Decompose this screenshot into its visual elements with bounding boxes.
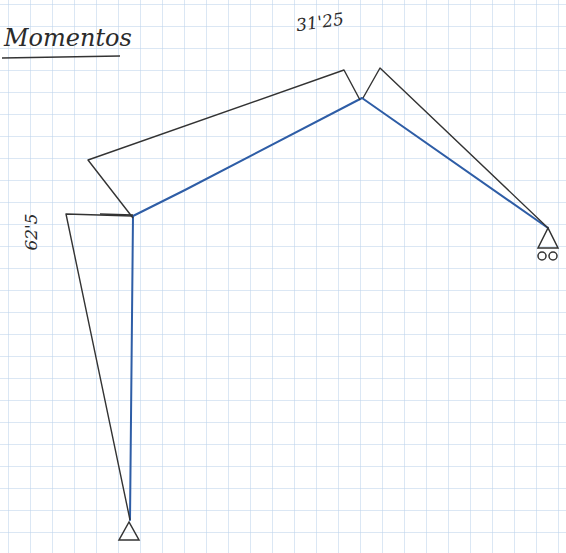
diagram-title: Momentos <box>4 24 132 52</box>
moment-value: 62'5 <box>21 213 41 250</box>
roller-support <box>538 228 558 260</box>
pin-support <box>119 522 139 540</box>
frame-structure <box>130 98 548 520</box>
moment-diagram <box>66 68 548 520</box>
title-underline <box>2 56 120 58</box>
